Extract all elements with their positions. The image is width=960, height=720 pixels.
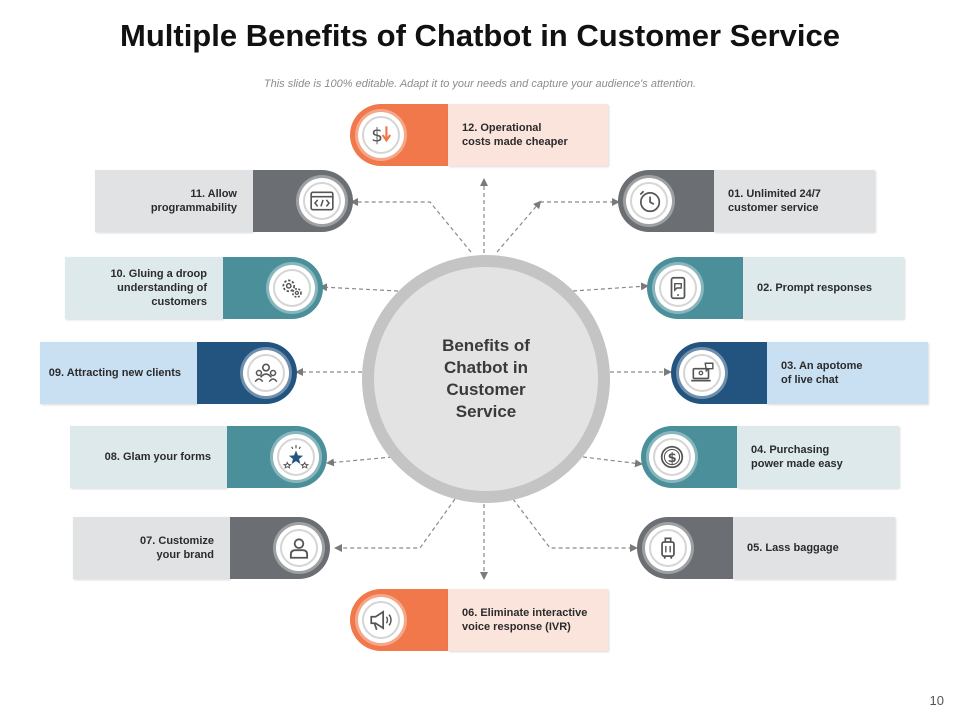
connector-08 [326, 456, 393, 467]
dollar-down-icon: $ [371, 126, 392, 147]
benefit-06-card: 06. Eliminate interactive voice response… [448, 589, 608, 651]
clock-icon [639, 190, 661, 213]
benefit-10-card: 10. Gluing a droop understanding of cust… [65, 257, 223, 319]
benefit-03: 03. An apotome of live chat [671, 342, 928, 404]
benefit-06-label: 06. Eliminate interactive voice response… [462, 607, 588, 633]
benefit-03-label: 03. An apotome of live chat [781, 360, 863, 386]
page-title: Multiple Benefits of Chatbot in Customer… [120, 18, 840, 53]
benefit-01-card: 01. Unlimited 24/7 customer service [714, 170, 875, 232]
benefit-12: $ 12. Operational costs made cheaper [350, 104, 608, 166]
benefit-07-card: 07. Customize your brand [73, 517, 230, 579]
benefit-08-label: 08. Glam your forms [104, 451, 211, 463]
connector-05 [512, 498, 638, 552]
benefit-09: 09. Attracting new clients [40, 342, 297, 404]
svg-text:$: $ [371, 126, 383, 147]
benefit-06-pill [350, 589, 448, 651]
benefit-07-label: 07. Customize your brand [140, 535, 214, 561]
benefit-04-pill: $ [641, 426, 737, 488]
benefit-12-pill: $ [350, 104, 448, 166]
stars-icon [283, 445, 309, 469]
benefit-11-pill [253, 170, 353, 232]
gears-icon [282, 279, 302, 298]
benefit-11: 11. Allow programmability [95, 170, 353, 232]
benefit-05: 05. Lass baggage [637, 517, 895, 579]
benefit-03-card: 03. An apotome of live chat [767, 342, 928, 404]
benefit-03-pill [671, 342, 767, 404]
benefit-02-pill [647, 257, 743, 319]
benefit-02-label: 02. Prompt responses [757, 282, 872, 294]
connector-01 [496, 200, 542, 253]
benefit-05-label: 05. Lass baggage [747, 542, 839, 554]
benefit-07-pill [230, 517, 330, 579]
benefit-11-card: 11. Allow programmability [95, 170, 253, 232]
hub-circle: Benefits of Chatbot in Customer Service [374, 267, 598, 491]
svg-text:$: $ [668, 451, 677, 466]
connector-10 [319, 283, 399, 292]
luggage-icon [661, 537, 675, 559]
benefit-05-card: 05. Lass baggage [733, 517, 895, 579]
benefit-01: 01. Unlimited 24/7 customer service [618, 170, 875, 232]
benefit-10-label: 10. Gluing a droop understanding of cust… [110, 268, 207, 308]
benefit-01-label: 01. Unlimited 24/7 customer service [728, 188, 821, 214]
benefit-07: 07. Customize your brand [73, 517, 330, 579]
chat-phone-icon [670, 276, 686, 300]
connector-07 [334, 498, 456, 552]
page-number: 10 [929, 693, 944, 708]
benefit-08-card: 08. Glam your forms [70, 426, 227, 488]
benefit-05-pill [637, 517, 733, 579]
megaphone-icon [370, 610, 392, 631]
code-window-icon [310, 191, 334, 211]
benefit-01-pill [618, 170, 714, 232]
benefit-09-card: 09. Attracting new clients [40, 342, 197, 404]
benefit-02-card: 02. Prompt responses [743, 257, 904, 319]
benefit-08-pill [227, 426, 327, 488]
benefit-04-card: 04. Purchasing power made easy [737, 426, 899, 488]
benefit-12-card: 12. Operational costs made cheaper [448, 104, 608, 166]
connector-11 [350, 198, 472, 253]
connector-04 [582, 456, 643, 468]
dollar-coin-icon: $ [660, 445, 684, 469]
benefit-10: 10. Gluing a droop understanding of cust… [65, 257, 323, 319]
benefit-09-label: 09. Attracting new clients [48, 367, 181, 379]
benefit-04-label: 04. Purchasing power made easy [751, 444, 843, 470]
benefit-12-label: 12. Operational costs made cheaper [462, 122, 568, 148]
benefit-08: 08. Glam your forms [70, 426, 327, 488]
benefit-04: $ 04. Purchasing power made easy [641, 426, 899, 488]
benefit-10-pill [223, 257, 323, 319]
laptop-chat-icon [691, 362, 714, 382]
page-subtitle: This slide is 100% editable. Adapt it to… [263, 78, 697, 90]
benefit-02: 02. Prompt responses [647, 257, 904, 319]
benefit-11-label: 11. Allow programmability [150, 188, 237, 214]
connector-02 [572, 282, 649, 292]
people-icon [254, 363, 278, 383]
hub-label: Benefits of Chatbot in Customer Service [442, 336, 530, 421]
user-icon [289, 538, 309, 559]
benefit-06: 06. Eliminate interactive voice response… [350, 589, 608, 651]
benefit-09-pill [197, 342, 297, 404]
